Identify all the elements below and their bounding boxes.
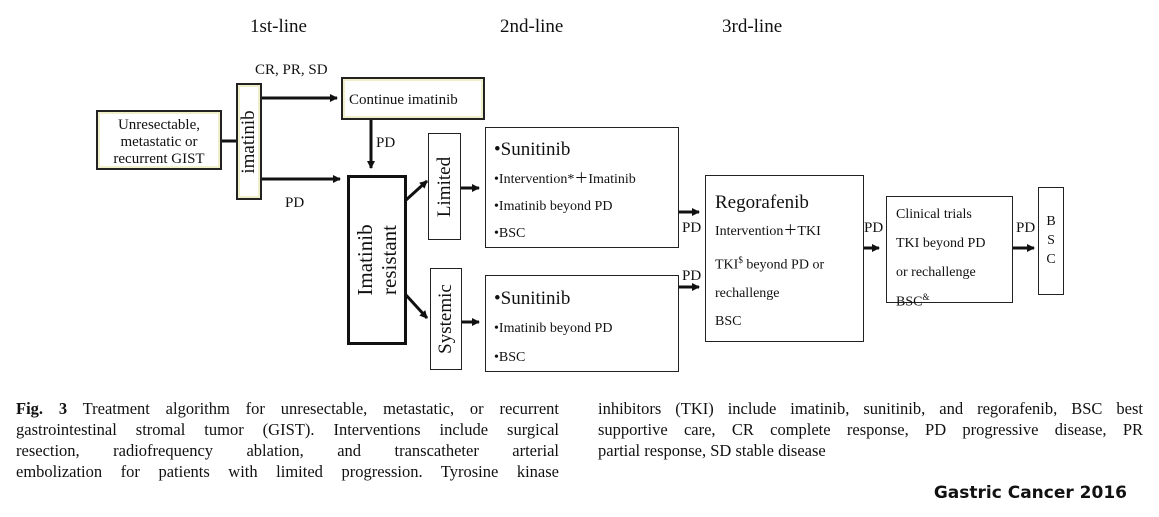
limited-box-item: •Imatinib beyond PD	[494, 199, 613, 214]
imatinib-label: imatinib	[238, 109, 259, 174]
imatinib-resistant-label: Imatinib resistant	[353, 224, 401, 295]
bsc-letter: S	[1047, 233, 1055, 248]
resistant-line: Imatinib	[353, 224, 377, 296]
resistant-to-limited-arrow	[404, 179, 429, 202]
dollar-footnote-mark: $	[738, 255, 743, 265]
caption-line: partial response, SD stable disease	[598, 441, 826, 460]
column-header-1st-line: 1st-line	[250, 16, 307, 37]
edge-label-pd: PD	[864, 220, 884, 236]
regorafenib-line: rechallenge	[715, 285, 780, 301]
edge-label-pd: PD	[682, 220, 702, 236]
caption-line: resection, radiofrequency ablation, and …	[16, 441, 559, 460]
limited-progression-node: Limited	[428, 133, 461, 240]
regorafenib-title: Regorafenib	[715, 192, 809, 213]
figure-caption-right: inhibitors (TKI) include imatinib, sunit…	[598, 398, 1143, 461]
systemic-box-item: •Imatinib beyond PD	[494, 321, 613, 336]
limited-second-line-box: •Sunitinib •Intervention*＋Imatinib •Imat…	[485, 127, 679, 248]
imatinib-node: imatinib	[236, 83, 262, 200]
regorafenib-line: Intervention＋TKI	[715, 224, 821, 239]
resistant-to-systemic-arrow	[404, 293, 429, 320]
trials-line: BSC&	[896, 287, 1012, 313]
caption-line: embolization for patients with limited p…	[16, 462, 559, 481]
clinical-trials-box: Clinical trials TKI beyond PD or rechall…	[886, 196, 1013, 310]
regorafenib-line: BSC	[715, 313, 742, 329]
edge-label-pd: PD	[682, 268, 702, 284]
continue-imatinib-node: Continue imatinib	[341, 77, 485, 120]
limited-label: Limited	[433, 156, 455, 217]
edge-label-pd: PD	[285, 195, 305, 211]
column-header-2nd-line: 2nd-line	[500, 16, 564, 37]
start-node-line: Unresectable,	[117, 117, 201, 133]
limited-box-item: •Intervention*＋Imatinib	[494, 172, 636, 187]
edge-label-pd: PD	[1016, 220, 1036, 236]
limited-box-item: •BSC	[494, 226, 526, 241]
figure-caption-left: Fig. 3 Treatment algorithm for unresecta…	[16, 398, 559, 482]
edge-label-pd: PD	[376, 135, 396, 151]
systemic-box-title: •Sunitinib	[494, 288, 571, 309]
caption-text: Treatment algorithm for unresectable, me…	[82, 399, 560, 418]
start-node-line: recurrent GIST	[113, 151, 205, 167]
start-node-unresectable-gist: Unresectable, metastatic or recurrent GI…	[96, 110, 222, 170]
trials-bsc-text: BSC	[896, 294, 923, 310]
caption-line: Fig. 3 Treatment algorithm for unresecta…	[16, 398, 559, 419]
systemic-label: Systemic	[435, 284, 456, 354]
figure-label: Fig. 3	[16, 399, 68, 418]
resistant-line: resistant	[377, 225, 401, 295]
trials-line: or rechallenge	[896, 265, 976, 280]
systemic-box-item: •BSC	[494, 350, 526, 365]
regorafenib-third-line-box: Regorafenib Intervention＋TKI TKI$ beyond…	[705, 175, 864, 342]
bsc-box: B S C	[1038, 187, 1064, 295]
caption-line: gastrointestinal stromal tumor (GIST). I…	[16, 420, 559, 439]
limited-box-title: •Sunitinib	[494, 139, 571, 160]
bsc-letter: B	[1046, 214, 1056, 229]
imatinib-resistant-node: Imatinib resistant	[347, 175, 407, 345]
edge-label-response: CR, PR, SD	[255, 62, 328, 78]
source-label: Gastric Cancer 2016	[933, 483, 1127, 503]
caption-line: supportive care, CR complete response, P…	[598, 420, 1143, 439]
regorafenib-line: TKI$ beyond PD or	[715, 246, 863, 280]
column-header-3rd-line: 3rd-line	[722, 16, 783, 37]
ampersand-footnote-mark: &	[922, 292, 930, 302]
regorafenib-tki-text: TKI	[715, 257, 739, 273]
regorafenib-beyond-text: beyond PD or	[742, 257, 825, 273]
bsc-letter: C	[1046, 252, 1056, 267]
trials-line: Clinical trials	[896, 207, 972, 222]
caption-line: inhibitors (TKI) include imatinib, sunit…	[598, 399, 1143, 418]
trials-line: TKI beyond PD	[896, 236, 986, 251]
systemic-second-line-box: •Sunitinib •Imatinib beyond PD •BSC	[485, 275, 679, 372]
systemic-progression-node: Systemic	[430, 268, 462, 370]
start-node-line: metastatic or	[120, 134, 198, 150]
